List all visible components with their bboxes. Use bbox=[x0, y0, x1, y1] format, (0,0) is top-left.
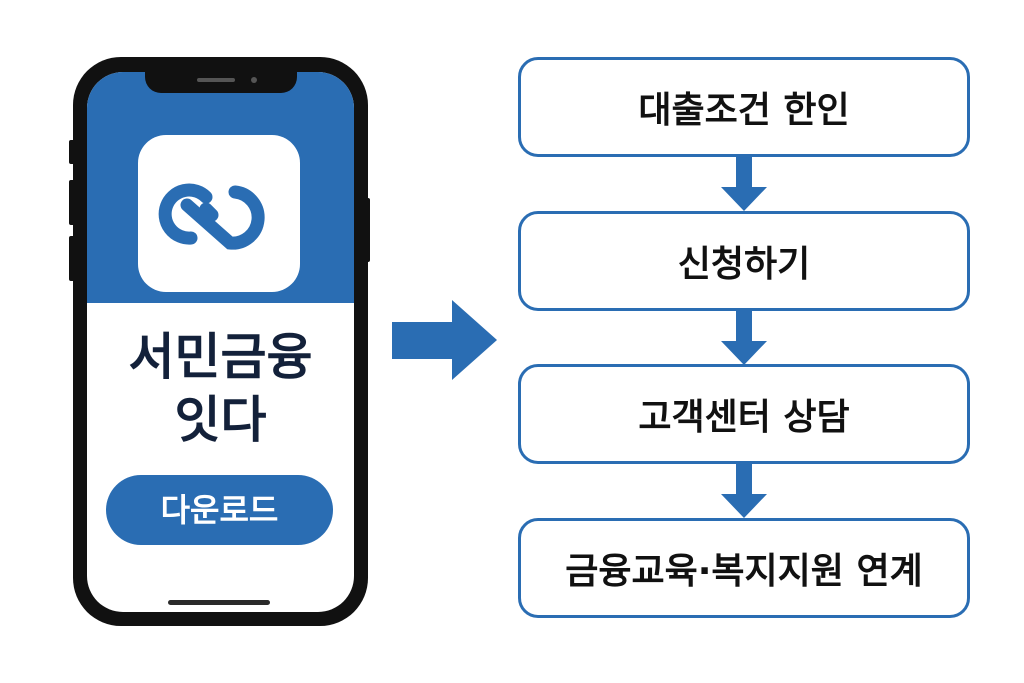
home-indicator[interactable] bbox=[168, 600, 270, 605]
front-camera bbox=[251, 77, 257, 83]
app-icon[interactable] bbox=[138, 135, 300, 292]
flow-step-4[interactable]: 금융교육·복지지원 연계 bbox=[518, 518, 970, 618]
speaker-grille bbox=[197, 78, 235, 82]
infinity-link-icon bbox=[158, 183, 265, 250]
phone-mute-switch bbox=[69, 140, 75, 164]
phone-notch bbox=[145, 72, 297, 93]
flow-step-1[interactable]: 대출조건 한인 bbox=[518, 57, 970, 157]
down-arrow-icon bbox=[721, 461, 767, 518]
phone-volume-down-button bbox=[69, 236, 75, 281]
flow-step-3[interactable]: 고객센터 상담 bbox=[518, 364, 970, 464]
phone-volume-up-button bbox=[69, 180, 75, 225]
app-name-line2: 잇다 bbox=[174, 391, 267, 449]
phone-screen: 서민금융 잇다 다운로드 bbox=[87, 72, 354, 612]
flow-step-label: 고객센터 상담 bbox=[638, 397, 850, 438]
flow-step-label: 대출조건 한인 bbox=[638, 90, 850, 131]
flow-step-label: 금융교육·복지지원 연계 bbox=[565, 551, 923, 592]
flow-step-2[interactable]: 신청하기 bbox=[518, 211, 970, 311]
download-button[interactable]: 다운로드 bbox=[106, 475, 333, 545]
down-arrow-icon bbox=[721, 154, 767, 211]
flow-step-label: 신청하기 bbox=[677, 244, 811, 285]
down-arrow-icon bbox=[721, 308, 767, 365]
right-arrow-icon bbox=[392, 300, 497, 380]
app-name-line1: 서민금융 bbox=[128, 328, 313, 386]
phone-frame: 서민금융 잇다 다운로드 bbox=[73, 57, 368, 626]
